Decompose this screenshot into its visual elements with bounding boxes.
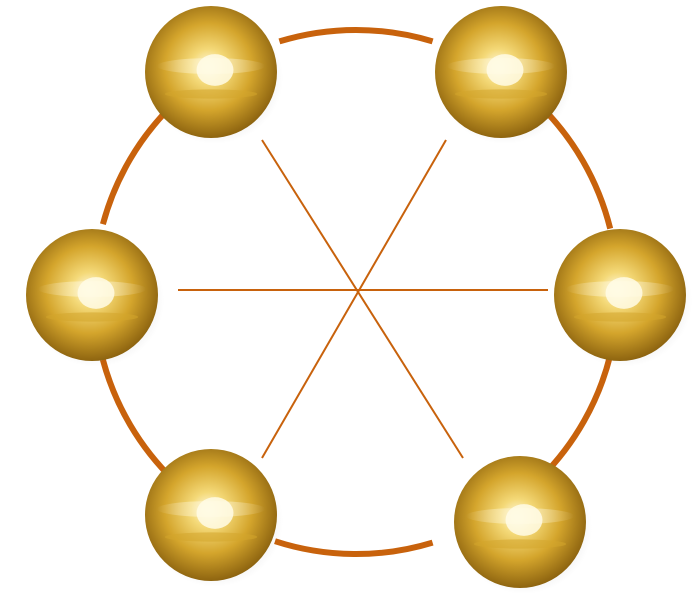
ring-link-top-left <box>103 104 174 225</box>
node-middle-left-sphere-icon <box>26 229 164 367</box>
ring-link-bottom-right <box>541 355 610 477</box>
nodes <box>26 6 692 594</box>
node-middle-right-sphere-icon <box>554 229 692 367</box>
ring-link-top <box>279 30 432 41</box>
node-top-left-sphere-icon <box>145 6 283 144</box>
diameter-links <box>178 140 548 458</box>
ring-link-bottom-left <box>103 360 174 481</box>
diameter-link-2 <box>262 140 446 458</box>
node-top-right-sphere-icon <box>435 6 573 144</box>
ring-link-bottom <box>275 541 433 554</box>
diameter-link-1 <box>262 140 463 458</box>
node-bottom-left-sphere-icon <box>145 449 283 587</box>
node-bottom-right-sphere-icon <box>454 456 592 594</box>
